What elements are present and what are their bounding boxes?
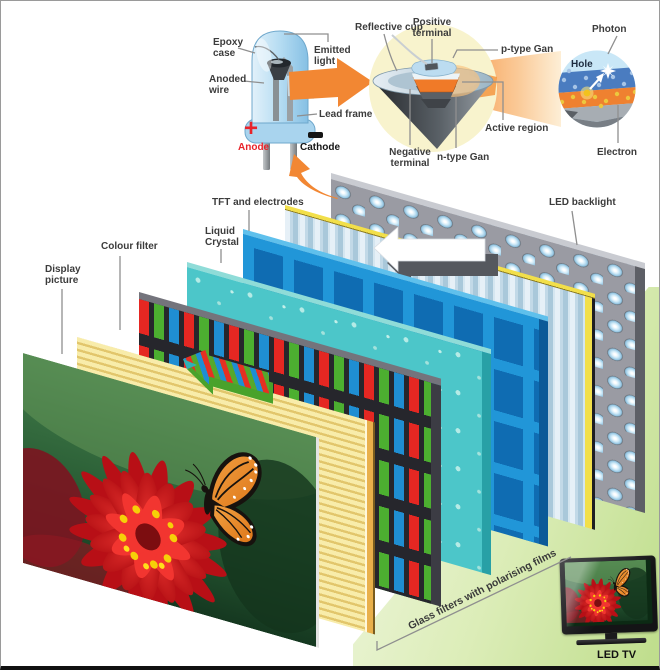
chip-circle-background	[369, 24, 497, 152]
led-tv-thumbnail	[559, 555, 659, 650]
chip-pedestal	[416, 86, 456, 101]
label-liquid-crystal: Liquid Crystal	[205, 226, 239, 249]
substrate-top	[558, 103, 636, 122]
label-tft-electrodes: TFT and electrodes	[212, 197, 304, 208]
tv-screen-gloss	[564, 559, 653, 627]
light-beam-cone	[453, 51, 561, 127]
leader-reflective-cup	[383, 33, 398, 72]
label-negative-terminal: Negative terminal	[389, 147, 431, 170]
hole-dots	[561, 68, 635, 90]
colour-filter-side-edge	[431, 382, 441, 607]
label-positive-terminal: Positive terminal	[412, 17, 452, 40]
glass-film-side-edge	[585, 296, 595, 530]
liquid-crystal-side-edge	[482, 351, 491, 576]
positive-contact	[424, 62, 439, 71]
substrate-front	[558, 114, 636, 128]
led-chip-diagram	[369, 24, 497, 152]
label-led-tv: LED TV	[597, 649, 637, 661]
leader-photon	[607, 35, 618, 55]
anode-post	[273, 76, 279, 121]
anode-plus-sign: +	[244, 115, 259, 142]
leader-p-type	[452, 49, 498, 59]
recombination-glow	[580, 86, 594, 100]
cathode-minus-sign	[308, 132, 323, 138]
leader-led-backlight	[571, 210, 578, 246]
label-anode: Anode	[238, 142, 270, 153]
display-picture-side-edge	[316, 437, 319, 648]
leader-active-region	[462, 81, 504, 120]
chip-glow-fan	[453, 67, 497, 101]
tv-stand-base	[576, 637, 647, 646]
led-backlight-side-edge	[635, 266, 645, 514]
label-display-picture: Display picture	[45, 264, 81, 287]
label-led-backlight: LED backlight	[549, 197, 616, 208]
p-type-layer-top	[411, 59, 457, 77]
hole-band	[558, 67, 636, 93]
emitted-light-beam	[287, 71, 314, 99]
cathode-leg	[290, 141, 297, 170]
leader-lead-frame	[296, 113, 318, 117]
reflective-cone	[373, 75, 493, 149]
dome-highlight	[256, 38, 272, 72]
label-cathode: Cathode	[300, 142, 340, 153]
label-colour-filter: Colour filter	[101, 241, 158, 252]
epoxy-dome	[251, 30, 309, 124]
tft-side-edge	[539, 318, 548, 547]
recombination-arrow	[589, 77, 601, 90]
n-type-layer	[412, 73, 460, 80]
label-n-type-gan: n-type Gan	[437, 152, 490, 163]
active-region-layer	[412, 76, 460, 93]
cathode-post-lead-frame	[280, 57, 293, 121]
label-active-region: Active region	[485, 123, 549, 134]
substrate-left-facet	[558, 109, 578, 128]
reflective-cup-inner	[388, 71, 478, 91]
label-electron: Electron	[597, 147, 638, 158]
label-p-type-gan: p-type Gan	[501, 44, 554, 55]
anode-wire	[254, 45, 280, 61]
label-anoded-wire: Anoded wire	[209, 74, 247, 97]
label-hole: Hole	[571, 59, 593, 70]
polarising-film-side-edge	[365, 419, 375, 635]
photon-starburst	[600, 63, 616, 79]
reflective-cup-top	[372, 66, 494, 96]
reflector-cup	[267, 63, 291, 80]
chip-glow	[426, 65, 480, 97]
label-epoxy-case: Epoxy case	[213, 37, 244, 60]
leader-emitted-light	[284, 33, 329, 42]
chip-pedestal-shadow	[421, 99, 451, 108]
label-photon: Photon	[592, 24, 627, 35]
recombining-electron	[583, 89, 591, 97]
electron-band	[558, 87, 636, 109]
label-emitted-light: Emitted light	[314, 45, 351, 68]
electron-dots	[559, 89, 636, 109]
label-lead-frame: Lead frame	[319, 109, 373, 120]
recombination-arrowhead	[596, 73, 604, 83]
chip-highlight	[271, 60, 283, 64]
reflector-cup-top	[267, 58, 291, 68]
